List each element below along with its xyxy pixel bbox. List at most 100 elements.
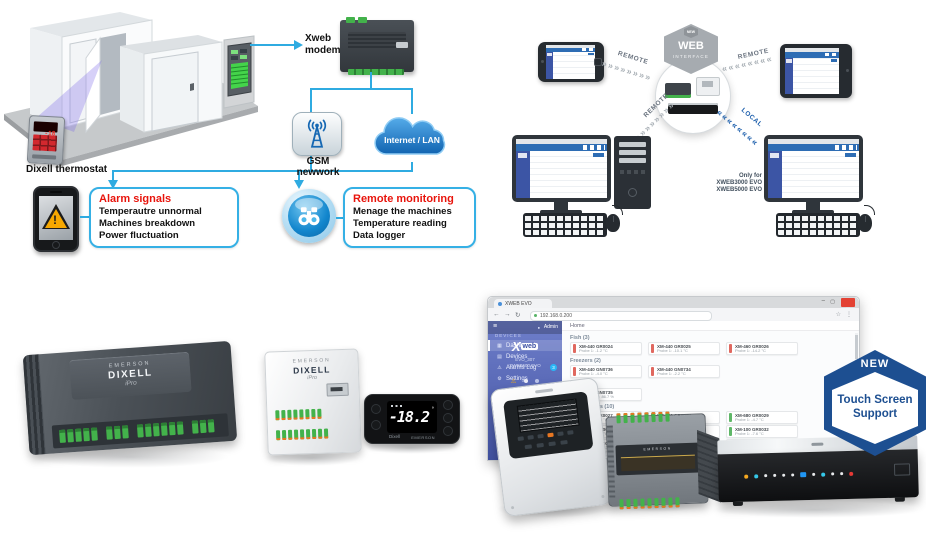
thermostat-lower-row [32, 154, 57, 160]
modem-terminal-top [346, 17, 355, 23]
phone-home-btn [594, 58, 602, 66]
binoculars-button-face [288, 195, 330, 237]
server-foot [732, 501, 743, 507]
desktop-monitor-left [512, 135, 611, 202]
interface-label: INTERFACE [672, 54, 710, 59]
remote-line: Data logger [353, 230, 406, 241]
sidebar-item-label: Settings [506, 375, 528, 382]
device-name: XM-440 GR0025 [657, 343, 691, 349]
wire-modem-down [370, 72, 372, 89]
remote-line: Menage the machines [353, 206, 452, 217]
display-button [443, 400, 453, 410]
thermostat-label: Dixell thermostat [26, 164, 108, 175]
status-dot [535, 379, 540, 383]
smartphone [538, 42, 604, 82]
alarms-icon: ⚠ [497, 364, 502, 371]
url-field[interactable]: 192.168.0.200 [530, 310, 712, 321]
button-row-2 [524, 439, 568, 450]
wire-bottom-bus [112, 170, 413, 172]
terminal-group [191, 419, 215, 434]
mini-header-bar [516, 143, 607, 152]
mini-sidebar [546, 52, 554, 79]
alarm-warning-icon: ⚠ [510, 379, 517, 385]
mini-button [830, 58, 838, 62]
mini-table [529, 151, 607, 198]
mini-browser-bar [785, 48, 839, 52]
status-bar [573, 344, 576, 353]
bookmark-star-icon[interactable]: ☆ [835, 311, 841, 318]
monitor-neck [554, 202, 568, 211]
minimize-button[interactable]: – [821, 298, 825, 304]
arrowhead-right [294, 40, 303, 50]
probe-reading: Probe 1: -2.2 °C [657, 371, 686, 376]
wire-drop-binoculars [298, 172, 300, 180]
display-button [371, 420, 381, 430]
antenna-icon [307, 119, 327, 148]
gsm-network-icon [292, 112, 342, 156]
probe-reading: Probe 1: -1.2 °C [579, 348, 608, 353]
modem-status-label [396, 42, 408, 48]
alarms-count-badge: 3 [550, 364, 557, 371]
close-button[interactable]: × [841, 298, 855, 313]
browser-menu-icon[interactable]: ⋮ [846, 311, 852, 318]
cloud-label: Internet / LAN [384, 135, 440, 145]
display-button [371, 404, 381, 414]
phone-speaker [50, 191, 62, 193]
back-icon[interactable]: ← [493, 310, 500, 318]
new-mini-hexagon: NEW [684, 26, 698, 38]
sidebar-item-settings[interactable]: ⚙ Settings [488, 373, 562, 384]
mini-table [781, 151, 859, 198]
mini-table [793, 57, 839, 94]
server-front-panel [717, 449, 919, 503]
mini-logo [547, 53, 553, 56]
mini-xweb-ui [546, 45, 595, 79]
mini-browser-bar [546, 45, 595, 48]
logo-x: X [511, 339, 521, 354]
maximize-button[interactable]: ▢ [830, 298, 835, 305]
forward-icon[interactable]: → [504, 310, 511, 318]
admin-label[interactable]: Admin [543, 324, 558, 330]
reload-icon[interactable]: ↻ [515, 311, 521, 319]
sidebar-section-devices: DEVICES [495, 333, 522, 338]
sidebar-item-alarms-log[interactable]: ⚠ Alarms Log 3 [488, 362, 562, 373]
mini-logo [518, 153, 528, 158]
content-title: Home [570, 322, 585, 329]
url-text: 192.168.0.200 [540, 312, 572, 319]
scrollbar-thumb[interactable] [855, 335, 858, 359]
din-terminals-bottom [619, 497, 680, 510]
browser-tab[interactable]: XWEB EVO [494, 299, 552, 308]
probe-reading: Probe 1: -10.1 °C [657, 348, 688, 353]
sidebar-item-devices[interactable]: ▤ Devices [488, 351, 562, 362]
mini-button [593, 152, 605, 157]
din-label-band: EMERSON [615, 442, 701, 476]
devices-icon: ▤ [497, 353, 502, 360]
probe-reading: Probe 1: -7.6 °C [735, 431, 764, 436]
hamburger-icon[interactable]: ≡ [493, 323, 498, 330]
monitor-neck [806, 202, 820, 211]
terminal-group [136, 421, 184, 438]
user-icon: ● [537, 324, 540, 330]
tower-slat [619, 158, 646, 163]
wire-drop-phone [112, 172, 114, 180]
display-screen: -18.2 ° [387, 401, 437, 433]
mini-header-bar [785, 51, 839, 58]
mini-header-chips [824, 52, 838, 57]
server-led-row [744, 471, 854, 479]
status-dot [523, 379, 528, 383]
xweb-touch-device [489, 376, 613, 518]
arrowhead-down-phone [108, 180, 118, 189]
device-name: XM-100 GR0032 [735, 426, 769, 432]
warning-exclamation: ! [53, 213, 57, 227]
wire-binoculars-remotebox [336, 217, 343, 219]
only-for-line: XWEB5000 EVO [716, 187, 762, 193]
mini-sidebar [516, 151, 530, 198]
